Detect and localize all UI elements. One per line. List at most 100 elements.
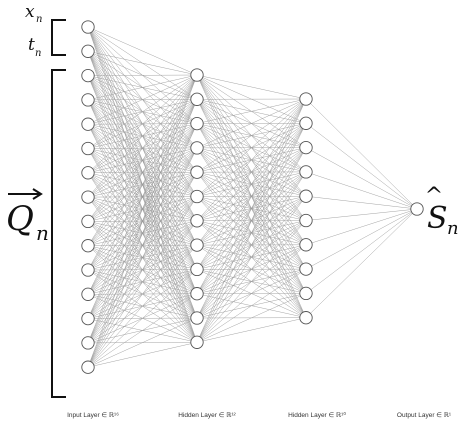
q-vector-arrow — [8, 188, 43, 200]
edge-l0-12-to-0 — [87, 74, 198, 319]
neuron-layer3-0 — [410, 202, 424, 216]
edge-l2-8-to-0 — [305, 208, 418, 294]
neuron-layer1-1 — [190, 92, 204, 106]
edge-l1-11-to-3 — [196, 171, 307, 343]
edge-l0-14-to-4 — [87, 172, 198, 368]
neuron-layer2-2 — [299, 140, 313, 155]
neuron-layer2-0 — [299, 92, 313, 106]
edge-l1-11-to-4 — [196, 196, 307, 343]
edge-l0-14-to-3 — [87, 147, 198, 368]
edge-l1-11-to-5 — [196, 220, 307, 343]
input-layer-label: Input Layer ∈ ℝ¹⁶ — [67, 411, 119, 419]
neuron-layer2-5 — [299, 213, 313, 228]
edge-l1-11-to-7 — [196, 268, 307, 343]
edge-l0-14-to-0 — [87, 74, 198, 368]
edge-l1-11-to-2 — [196, 147, 307, 343]
s-variable-label: S — [427, 201, 448, 236]
s-hat-symbol: ^ — [425, 184, 443, 209]
neuron-layer0-12 — [81, 311, 95, 326]
neuron-layer0-5 — [81, 141, 95, 156]
neuron-layer0-9 — [81, 239, 95, 253]
edge-l1-11-to-6 — [196, 244, 307, 343]
hidden-layer-1-label: Hidden Layer ∈ ℝ¹² — [178, 411, 236, 419]
edge-l0-7-to-0 — [87, 74, 198, 198]
edge-l2-6-to-0 — [305, 208, 418, 246]
neuron-layer1-5 — [190, 189, 204, 204]
neuron-layer1-3 — [190, 141, 204, 155]
edge-l0-13-to-0 — [87, 74, 198, 343]
neuron-layer1-9 — [190, 287, 204, 301]
edge-l2-0-to-0 — [305, 98, 418, 210]
edge-l2-1-to-0 — [305, 123, 418, 210]
neuron-layer0-10 — [81, 263, 95, 277]
neuron-layer0-6 — [81, 166, 95, 180]
edge-l0-14-to-6 — [87, 220, 198, 368]
neuron-layer2-9 — [299, 311, 313, 325]
neuron-layer0-4 — [81, 117, 95, 131]
neuron-layer0-0 — [81, 20, 95, 34]
edge-l2-3-to-0 — [305, 171, 418, 210]
neuron-layer1-7 — [190, 238, 204, 252]
edge-l1-2-to-0 — [196, 98, 307, 124]
t-variable-label: t — [28, 35, 35, 55]
edge-l2-7-to-0 — [305, 208, 418, 270]
edge-l1-10-to-0 — [196, 98, 307, 319]
edge-l0-14-to-2 — [87, 123, 198, 368]
neuron-layer1-8 — [190, 262, 204, 277]
edge-l2-5-to-0 — [305, 208, 418, 221]
edge-l0-11-to-0 — [87, 74, 198, 295]
neuron-layer0-11 — [81, 287, 95, 301]
x-subscript-label: n — [36, 14, 42, 25]
edge-l1-3-to-0 — [196, 98, 307, 149]
neuron-layer0-13 — [81, 336, 95, 350]
neuron-layer2-4 — [299, 189, 313, 203]
neuron-layer0-14 — [81, 360, 95, 374]
edge-l0-14-to-8 — [87, 269, 198, 368]
connection-edges — [87, 26, 418, 368]
neuron-layer1-0 — [190, 68, 204, 82]
neuron-layer0-3 — [81, 93, 95, 107]
edge-l0-9-to-0 — [87, 74, 198, 246]
edge-l0-0-to-0 — [87, 26, 198, 76]
edge-l0-6-to-0 — [87, 74, 198, 173]
neuron-layer2-6 — [299, 238, 313, 252]
neuron-layer0-7 — [81, 190, 95, 204]
edge-l0-4-to-0 — [87, 74, 198, 125]
t-subscript-label: n — [35, 48, 41, 59]
edge-l0-2-to-0 — [87, 74, 198, 76]
edge-l0-3-to-0 — [87, 74, 198, 101]
output-layer-label: Output Layer ∈ ℝ¹ — [397, 411, 452, 419]
edge-l0-14-to-5 — [87, 196, 198, 368]
edge-l1-7-to-0 — [196, 98, 307, 246]
xt-input-bracket — [51, 19, 66, 56]
edge-l0-14-to-7 — [87, 244, 198, 368]
neuron-layer1-2 — [190, 116, 204, 131]
neuron-layer2-3 — [299, 165, 313, 179]
q-variable-label: Q — [6, 199, 34, 239]
edge-l0-14-to-1 — [87, 99, 198, 368]
edge-l1-5-to-0 — [196, 98, 307, 197]
edge-l1-4-to-0 — [196, 98, 307, 173]
edge-l1-11-to-1 — [196, 123, 307, 343]
q-input-bracket — [51, 69, 66, 398]
edge-l1-0-to-0 — [196, 74, 307, 100]
x-variable-label: x — [25, 2, 35, 22]
s-subscript-label: n — [447, 218, 459, 239]
edge-l1-11-to-8 — [196, 293, 307, 343]
edge-l1-6-to-0 — [196, 98, 307, 221]
edge-l2-9-to-0 — [305, 208, 418, 318]
edge-l0-10-to-0 — [87, 74, 198, 271]
edge-l1-8-to-0 — [196, 98, 307, 270]
neuron-layer2-1 — [299, 116, 313, 130]
neuron-layer0-1 — [81, 44, 95, 58]
neuron-nodes — [81, 20, 424, 374]
edge-l0-14-to-10 — [87, 317, 198, 368]
neuron-layer1-11 — [190, 335, 204, 349]
neuron-layer1-10 — [190, 311, 204, 325]
hidden-layer-2-label: Hidden Layer ∈ ℝ¹⁰ — [288, 411, 346, 419]
edge-l0-8-to-0 — [87, 74, 198, 222]
edge-l0-14-to-11 — [87, 342, 198, 368]
edge-l2-2-to-0 — [305, 147, 418, 210]
neuron-layer0-2 — [81, 68, 95, 83]
